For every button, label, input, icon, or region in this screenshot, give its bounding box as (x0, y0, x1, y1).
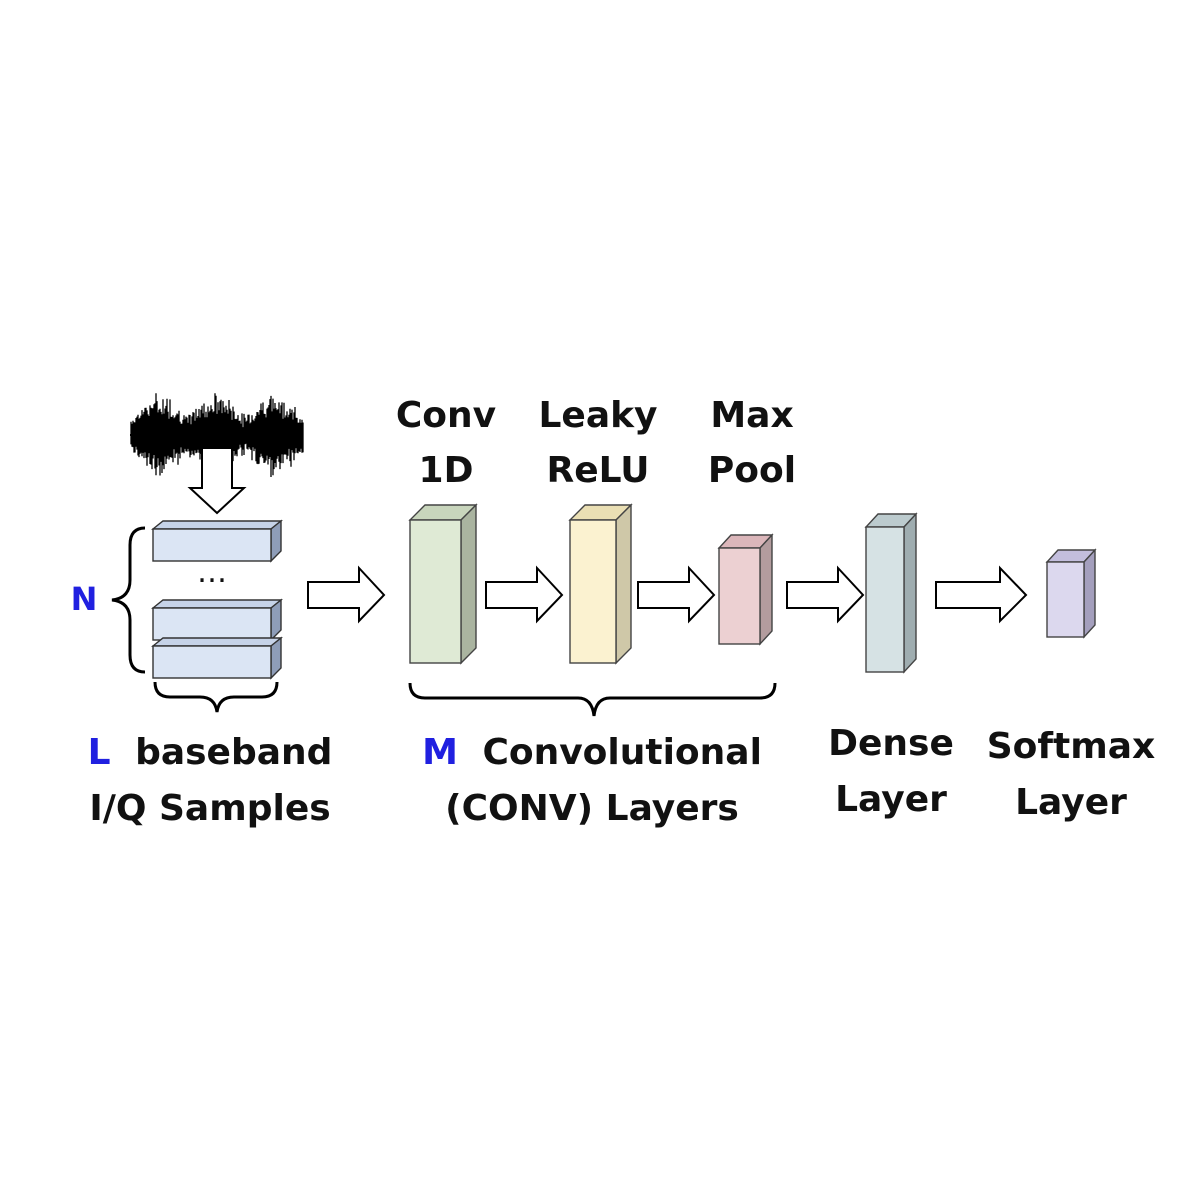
flow-arrow-5 (935, 565, 1028, 624)
input-label-line1-rest: baseband (135, 732, 332, 773)
down-arrow-icon (187, 447, 247, 515)
softmax-label-line1: Softmax (987, 726, 1156, 767)
leaky-relu-label-line2: ReLU (546, 450, 649, 491)
n-brace (111, 526, 146, 674)
leaky-relu-block (568, 503, 633, 665)
conv-group-brace (408, 682, 777, 717)
m-symbol: M (422, 732, 458, 773)
l-symbol: L (88, 732, 111, 773)
ellipsis: … (197, 555, 227, 590)
n-symbol: N (71, 580, 98, 618)
dense-block (864, 512, 918, 674)
input-label-line1: L baseband (88, 732, 333, 773)
l-brace (153, 681, 279, 713)
conv-group-label-line1-rest: Convolutional (482, 732, 762, 773)
dense-label-line2: Layer (835, 779, 947, 820)
max-pool-label-line2: Pool (708, 450, 796, 491)
conv-group-label-line1: M Convolutional (422, 732, 762, 773)
flow-arrow-1 (307, 565, 386, 624)
iq-sample-block-bottom (151, 636, 283, 680)
leaky-relu-label-line1: Leaky (538, 395, 657, 436)
flow-arrow-2 (485, 565, 564, 624)
softmax-block (1045, 548, 1097, 639)
flow-arrow-3 (637, 565, 716, 624)
conv1d-label-line2: 1D (419, 450, 474, 491)
max-pool-block (717, 533, 774, 646)
max-pool-label-line1: Max (710, 395, 793, 436)
iq-sample-block-middle (151, 598, 283, 642)
flow-arrow-4 (786, 565, 865, 624)
dense-label-line1: Dense (828, 723, 954, 764)
input-label-line2: I/Q Samples (89, 788, 330, 829)
iq-sample-block-top (151, 519, 283, 563)
conv1d-label-line1: Conv (396, 395, 496, 436)
conv-group-label-line2: (CONV) Layers (445, 788, 739, 829)
waveform-icon (130, 393, 304, 477)
softmax-label-line2: Layer (1015, 782, 1127, 823)
conv1d-block (408, 503, 478, 665)
